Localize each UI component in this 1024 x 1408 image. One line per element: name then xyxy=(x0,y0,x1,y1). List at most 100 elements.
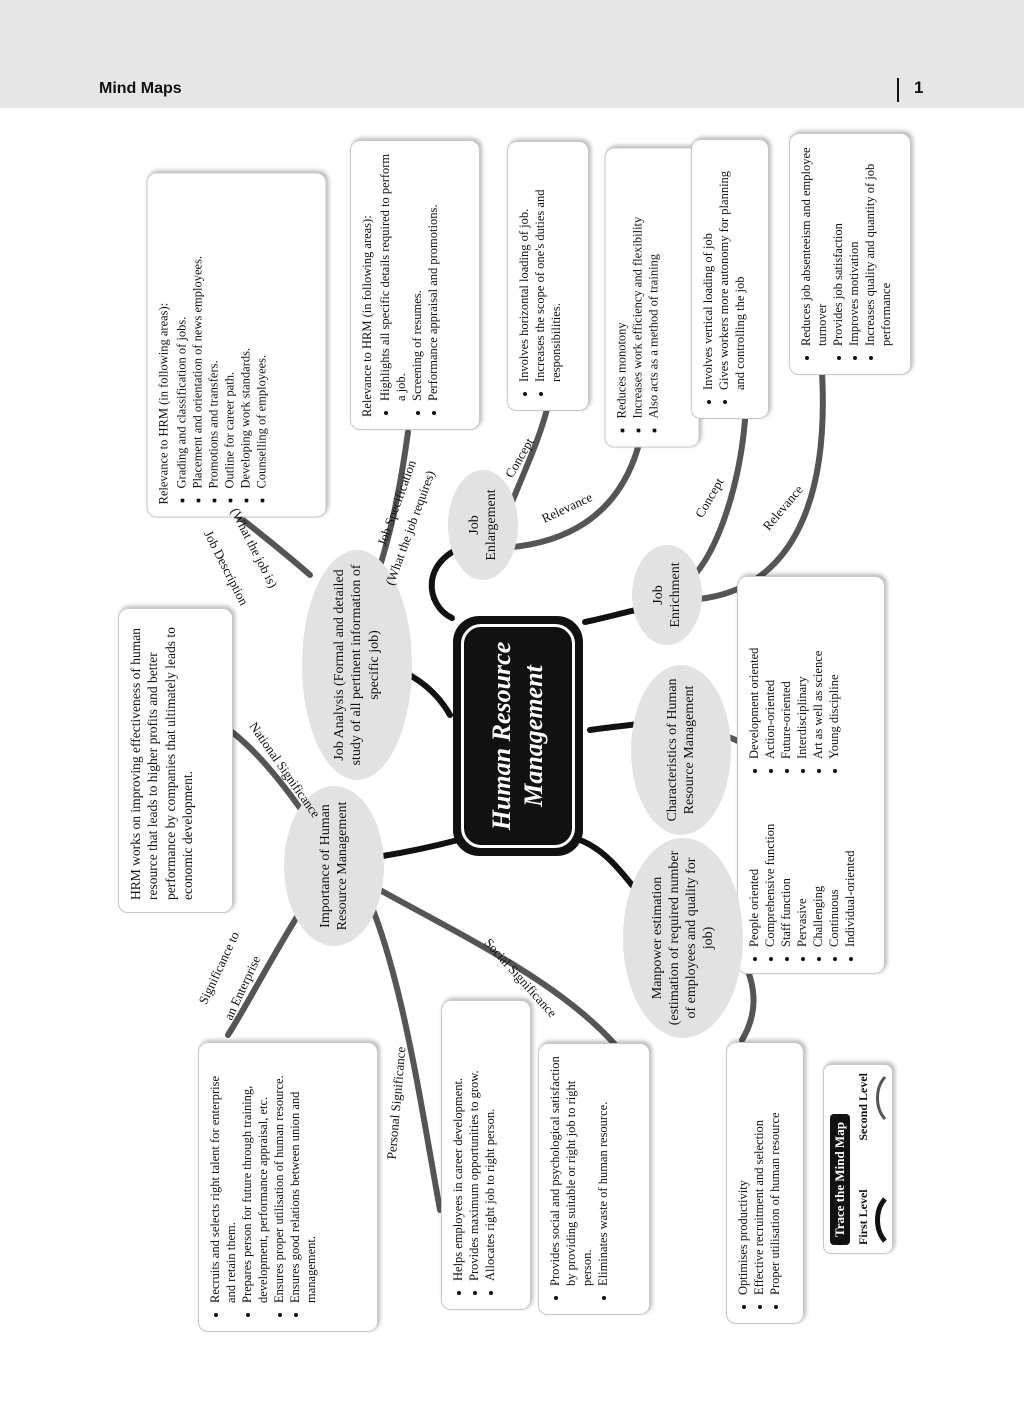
list-item: Ensures proper utilisation of human reso… xyxy=(271,1055,287,1303)
enrichment-relevance-box: Reduces job absenteeism and employee tur… xyxy=(789,133,911,375)
header-divider xyxy=(897,78,899,102)
job-description-lead: Relevance to HRM (in following areas): xyxy=(156,302,171,505)
legend-second-level-icon xyxy=(876,1075,887,1121)
list-item: Outline for career path. xyxy=(222,186,238,489)
list-item: Increases the scope of one's duties and … xyxy=(532,154,564,382)
list-item: Improves motivation xyxy=(846,146,862,347)
list-item: Promotions and transfers. xyxy=(206,186,222,488)
node-characteristics-text: Characteristics of Human Resource Manage… xyxy=(664,678,697,822)
job-description-box: Relevance to HRM (in following areas): G… xyxy=(146,172,327,518)
list-item: Placement and orientation of news employ… xyxy=(190,186,206,489)
node-job-enlargement-text: Job Enlargement xyxy=(466,489,499,561)
enlargement-concept-box: Involves horizontal loading of job. Incr… xyxy=(507,141,589,411)
list-item: Recruits and selects right talent for en… xyxy=(207,1055,239,1303)
list-item: Counselling of employees. xyxy=(254,186,270,489)
list-item: Provides maximum opportunities to grow. xyxy=(466,1013,482,1281)
list-item: Provides job satisfaction xyxy=(830,146,846,346)
list-item: Highlights all specific details required… xyxy=(377,153,409,401)
enlargement-concept-list: Involves horizontal loading of job. Incr… xyxy=(516,154,564,398)
characteristics-col1: People oriented Comprehensive function S… xyxy=(746,775,876,963)
node-importance: Importance of Human Resource Management xyxy=(284,786,384,946)
list-item: Art as well as science xyxy=(810,587,826,759)
enrichment-relevance-list: Reduces job absenteeism and employee tur… xyxy=(798,146,894,362)
page-number: 1 xyxy=(914,78,924,97)
social-significance-list: Provides social and psychological satisf… xyxy=(547,1056,611,1302)
list-item: Action-oriented xyxy=(762,587,778,759)
list-item: Allocates right job to right person. xyxy=(482,1013,498,1281)
national-significance-box: HRM works on improving effectiveness of … xyxy=(118,608,233,913)
node-job-enrichment-text: Job Enrichment xyxy=(650,562,683,628)
legend-first-level: First Level xyxy=(856,1189,870,1245)
list-item: Also acts as a method of training xyxy=(646,161,662,419)
list-item: Prepares person for future through train… xyxy=(239,1055,271,1303)
list-item: Staff function xyxy=(778,775,794,947)
enrichment-concept-box: Involves vertical loading of job Gives w… xyxy=(691,139,769,419)
list-item: People oriented xyxy=(746,775,762,947)
list-item: Screening of resumes. xyxy=(409,153,425,401)
link-enrichment-relevance xyxy=(677,369,826,603)
center-title-line1: Human Resource xyxy=(486,641,516,831)
list-item: Optimises productivity xyxy=(735,1055,751,1295)
list-item: Performance appraisal and promotions. xyxy=(425,153,441,401)
list-item: Reduces job absenteeism and employee tur… xyxy=(798,146,830,346)
trace-legend-swatches xyxy=(873,1073,887,1245)
job-specification-box: Relevance to HRM (in following areas): H… xyxy=(350,140,480,430)
enlargement-relevance-box: Reduces monotony Increases work efficien… xyxy=(604,147,700,448)
link-enterprise xyxy=(225,909,303,1038)
link-social xyxy=(359,877,621,1051)
node-characteristics: Characteristics of Human Resource Manage… xyxy=(631,665,731,835)
job-description-list: Grading and classification of jobs. Plac… xyxy=(174,186,270,505)
node-manpower-text: Manpower estimation (estimation of requi… xyxy=(649,850,717,1026)
enrichment-concept-list: Involves vertical loading of job Gives w… xyxy=(700,152,748,406)
list-item: Proper utilisation of human resource xyxy=(767,1055,783,1295)
job-specification-list: Highlights all specific details required… xyxy=(377,153,441,417)
link-national xyxy=(229,729,303,811)
legend-first-level-icon xyxy=(875,1197,887,1243)
list-item: Continuous xyxy=(826,775,842,947)
list-item: Comprehensive function xyxy=(762,775,778,947)
list-item: Grading and classification of jobs. xyxy=(174,186,190,489)
personal-significance-box: Helps employees in career development. P… xyxy=(441,1000,531,1310)
trace-legend-title: Trace the Mind Map xyxy=(830,1114,850,1245)
page-header-title: Mind Maps xyxy=(99,80,182,97)
list-item: Interdisciplinary xyxy=(794,587,810,759)
link-enlargement-relevance xyxy=(497,437,643,551)
trace-legend-levels: First Level Second Level xyxy=(856,1073,871,1245)
list-item: Individual-oriented xyxy=(842,775,858,948)
list-item: Reduces monotony xyxy=(614,161,630,418)
node-manpower: Manpower estimation (estimation of requi… xyxy=(623,838,743,1038)
trace-legend: Trace the Mind Map First Level Second Le… xyxy=(823,1064,893,1254)
characteristics-box: People oriented Comprehensive function S… xyxy=(737,576,885,974)
center-node-inner: Human Resource Management xyxy=(461,624,575,848)
list-item: Effective recruitment and selection xyxy=(751,1055,767,1295)
social-significance-box: Provides social and psychological satisf… xyxy=(538,1043,650,1315)
list-item: Pervasive xyxy=(794,775,810,947)
enlargement-relevance-list: Reduces monotony Increases work efficien… xyxy=(614,161,662,435)
node-job-analysis-text: Job Analysis (Formal and detailed study … xyxy=(332,564,382,766)
enterprise-significance-list: Recruits and selects right talent for en… xyxy=(207,1055,319,1319)
node-job-enlargement: Job Enlargement xyxy=(448,470,518,580)
characteristics-col2: Development oriented Action-oriented Fut… xyxy=(746,587,876,775)
list-item: Young discipline xyxy=(826,587,842,759)
list-item: Challenging xyxy=(810,775,826,947)
node-job-enrichment: Job Enrichment xyxy=(632,545,702,645)
list-item: Provides social and psychological satisf… xyxy=(547,1056,595,1286)
node-importance-text: Importance of Human Resource Management xyxy=(317,801,350,931)
national-significance-text: HRM works on improving effectiveness of … xyxy=(128,627,195,900)
list-item: Ensures good relations between union and… xyxy=(287,1055,319,1303)
center-node: Human Resource Management xyxy=(453,616,583,856)
list-item: Future-oriented xyxy=(778,587,794,759)
list-item: Involves horizontal loading of job. xyxy=(516,154,532,382)
job-specification-lead: Relevance to HRM (in following areas): xyxy=(360,215,374,417)
manpower-box: Optimises productivity Effective recruit… xyxy=(726,1042,804,1324)
list-item: Eliminates waste of human resource. xyxy=(595,1056,611,1286)
manpower-list: Optimises productivity Effective recruit… xyxy=(735,1055,783,1311)
list-item: Increases quality and quantity of job pe… xyxy=(862,146,894,346)
center-title-line2: Management xyxy=(519,665,548,807)
list-item: Helps employees in career development. xyxy=(450,1013,466,1281)
list-item: Involves vertical loading of job xyxy=(700,152,716,390)
list-item: Development oriented xyxy=(746,587,762,759)
enterprise-significance-box: Recruits and selects right talent for en… xyxy=(198,1042,378,1332)
list-item: Increases work efficiency and flexibilit… xyxy=(630,161,646,419)
list-item: Developing work standards. xyxy=(238,186,254,489)
